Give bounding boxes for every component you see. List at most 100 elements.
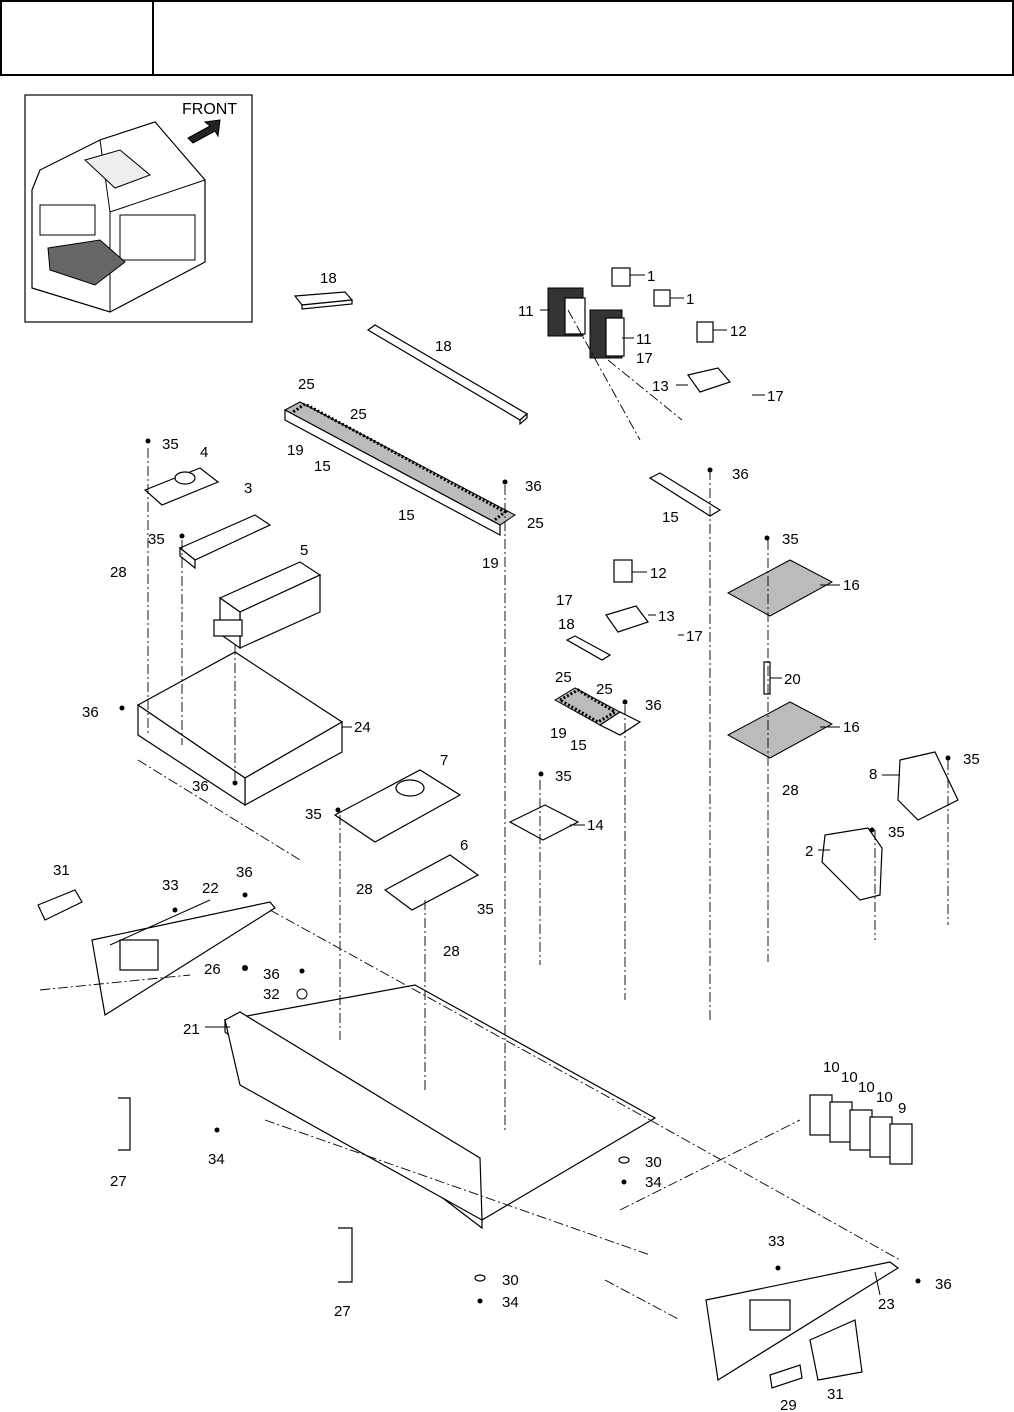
bracket-24 bbox=[138, 652, 342, 805]
callout-6: 6 bbox=[460, 837, 468, 854]
foot-30a bbox=[619, 1157, 629, 1163]
contactor-11b bbox=[590, 310, 624, 358]
callout-35a: 35 bbox=[162, 436, 179, 453]
power-supply-7 bbox=[335, 770, 460, 842]
callout-12b: 12 bbox=[650, 565, 667, 582]
callout-15d: 15 bbox=[570, 737, 587, 754]
callout-36a: 36 bbox=[525, 478, 542, 495]
callout-35b: 35 bbox=[148, 531, 165, 548]
grip-31b bbox=[810, 1320, 862, 1380]
callout-36d: 36 bbox=[82, 704, 99, 721]
callout-30a: 30 bbox=[645, 1154, 662, 1171]
label-29 bbox=[770, 1365, 802, 1388]
callout-9: 9 bbox=[898, 1100, 906, 1117]
callout-26: 26 bbox=[204, 961, 221, 978]
chassis-21 bbox=[225, 985, 655, 1228]
callout-15a: 15 bbox=[314, 458, 331, 475]
callout-28c: 28 bbox=[356, 881, 373, 898]
relay-socket-13b bbox=[606, 606, 648, 632]
callout-1a: 1 bbox=[647, 268, 655, 285]
callout-13a: 13 bbox=[652, 378, 669, 395]
callout-35f: 35 bbox=[963, 751, 980, 768]
callout-10c: 10 bbox=[858, 1079, 875, 1096]
callout-17c: 17 bbox=[556, 592, 573, 609]
callout-17b: 17 bbox=[767, 388, 784, 405]
relay-12a bbox=[697, 322, 713, 342]
callout-19c: 19 bbox=[550, 725, 567, 742]
callout-18a: 18 bbox=[320, 270, 337, 287]
power-supply-6 bbox=[385, 855, 478, 910]
callout-25e: 25 bbox=[596, 681, 613, 698]
callout-34c: 34 bbox=[502, 1294, 519, 1311]
spacer-20 bbox=[764, 662, 770, 694]
power-supply-5 bbox=[214, 562, 320, 648]
callout-11a: 11 bbox=[518, 303, 534, 320]
callout-36c: 36 bbox=[645, 697, 662, 714]
callout-10b: 10 bbox=[841, 1069, 858, 1086]
terminal-cover-18c bbox=[567, 636, 610, 660]
handle-27b bbox=[338, 1228, 352, 1282]
callout-25c: 25 bbox=[527, 515, 544, 532]
aux-contact-1b bbox=[654, 290, 670, 306]
pcb-2 bbox=[822, 828, 882, 900]
callout-34b: 34 bbox=[645, 1174, 662, 1191]
callout-36g: 36 bbox=[263, 966, 280, 983]
side-bracket-23 bbox=[706, 1262, 898, 1380]
callout-35e: 35 bbox=[305, 806, 322, 823]
callout-22: 22 bbox=[202, 880, 219, 897]
callout-15c: 15 bbox=[662, 509, 679, 526]
callout-21: 21 bbox=[183, 1021, 200, 1038]
callout-27a: 27 bbox=[110, 1173, 127, 1190]
din-rail-15 bbox=[650, 473, 720, 516]
callout-30b: 30 bbox=[502, 1272, 519, 1289]
callout-16b: 16 bbox=[843, 719, 860, 736]
board-4 bbox=[145, 468, 218, 505]
pcb-8 bbox=[898, 752, 958, 820]
callout-4: 4 bbox=[200, 444, 208, 461]
callout-35c: 35 bbox=[782, 531, 799, 548]
contactor-11a bbox=[548, 288, 585, 336]
callout-14: 14 bbox=[587, 817, 604, 834]
breaker-row-10-9 bbox=[810, 1095, 912, 1164]
callout-36e: 36 bbox=[192, 778, 209, 795]
callout-36b: 36 bbox=[732, 466, 749, 483]
callout-15b: 15 bbox=[398, 507, 415, 524]
callout-19b: 19 bbox=[482, 555, 499, 572]
callout-33b: 33 bbox=[768, 1233, 785, 1250]
callout-34a: 34 bbox=[208, 1151, 225, 1168]
callout-36h: 36 bbox=[935, 1276, 952, 1293]
callout-33a: 33 bbox=[162, 877, 179, 894]
pcb-16a bbox=[728, 560, 832, 616]
callout-17d: 17 bbox=[686, 628, 703, 645]
callout-16a: 16 bbox=[843, 577, 860, 594]
callout-7: 7 bbox=[440, 752, 448, 769]
board-3 bbox=[180, 515, 270, 568]
callout-24: 24 bbox=[354, 719, 371, 736]
callout-13b: 13 bbox=[658, 608, 675, 625]
callout-27b: 27 bbox=[334, 1303, 351, 1320]
callout-11b: 11 bbox=[636, 331, 652, 348]
callout-25a: 25 bbox=[298, 376, 315, 393]
callout-29: 29 bbox=[780, 1397, 797, 1412]
callout-18c: 18 bbox=[558, 616, 575, 633]
callout-25b: 25 bbox=[350, 406, 367, 423]
callout-3: 3 bbox=[244, 480, 252, 497]
callout-17a: 17 bbox=[636, 350, 653, 367]
callout-28b: 28 bbox=[782, 782, 799, 799]
callout-28d: 28 bbox=[443, 943, 460, 960]
callout-35g: 35 bbox=[888, 824, 905, 841]
relay-12b bbox=[614, 560, 632, 582]
relay-socket-13a bbox=[688, 368, 730, 392]
callout-31a: 31 bbox=[53, 862, 70, 879]
callout-20: 20 bbox=[784, 671, 801, 688]
callout-36f: 36 bbox=[236, 864, 253, 881]
callout-1b: 1 bbox=[686, 291, 694, 308]
grip-31a bbox=[38, 890, 82, 920]
callout-12a: 12 bbox=[730, 323, 747, 340]
callout-18b: 18 bbox=[435, 338, 452, 355]
callout-28a: 28 bbox=[110, 564, 127, 581]
callout-19a: 19 bbox=[287, 442, 304, 459]
side-bracket-22 bbox=[92, 902, 275, 1015]
aux-contact-1a bbox=[612, 268, 630, 286]
